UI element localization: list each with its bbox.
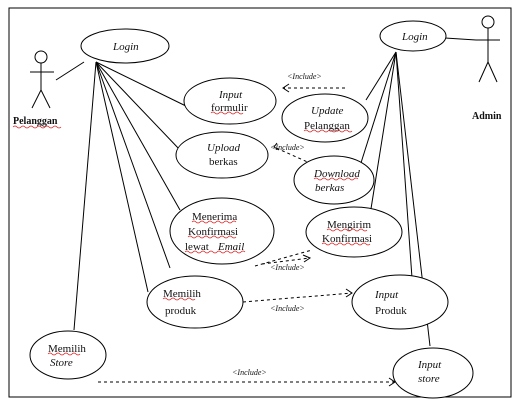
include-relations: <Include> <Include> <Include> <Include> …: [98, 72, 396, 387]
use-case-receive-label-1: Menerima: [192, 211, 237, 223]
use-case-receive-label-2: Konfirmasi: [188, 226, 238, 238]
actor-customer: Pelanggan: [12, 50, 62, 129]
use-case-login-customer-label: Login: [112, 41, 139, 53]
actor-admin-label: Admin: [472, 111, 502, 122]
use-case-login-customer: Login: [80, 28, 170, 64]
use-case-download-label-1: Download: [313, 168, 360, 180]
use-case-receive-label-3b: Email: [217, 241, 244, 253]
use-case-download-label-2: berkas: [315, 182, 344, 194]
diagram-border: [8, 7, 512, 398]
use-case-login-admin: Login: [379, 20, 447, 52]
use-case-choose-store-label-2: Store: [50, 357, 73, 369]
use-case-input-product: Input Produk: [351, 274, 449, 330]
include-label-5: <Include>: [232, 368, 267, 377]
use-case-input-form: Input formulir: [183, 77, 277, 125]
use-case-input-form-label-1: Input: [218, 89, 243, 101]
use-case-send-confirmation: Mengirim Konfirmasi: [305, 206, 403, 258]
actor-admin: Admin: [472, 15, 502, 122]
use-case-input-product-label-1: Input: [374, 289, 399, 301]
use-case-input-product-label-2: Produk: [375, 305, 407, 317]
customer-associations: [55, 61, 191, 331]
use-case-receive-label-3a: lewat: [185, 241, 209, 253]
use-case-update-customer: Update Pelanggan: [281, 93, 369, 143]
use-case-receive-confirmation: Menerima Konfirmasi lewat Email: [169, 197, 275, 265]
include-label-4: <Include>: [270, 304, 305, 313]
use-case-input-store-label-2: store: [418, 373, 440, 385]
use-case-input-store-label-1: Input: [417, 359, 442, 371]
use-case-upload: Upload berkas: [175, 131, 269, 179]
use-case-input-form-label-2: formulir: [211, 102, 248, 114]
include-label-1: <Include>: [287, 72, 322, 81]
use-case-update-label-1: Update: [311, 105, 344, 117]
use-case-login-admin-label: Login: [401, 31, 428, 43]
include-label-3: <Include>: [270, 263, 305, 272]
admin-associations: [359, 37, 477, 347]
use-case-send-label-1: Mengirim: [327, 219, 371, 231]
use-case-upload-label-1: Upload: [207, 142, 241, 154]
use-case-choose-store: Memilih Store: [29, 330, 107, 380]
use-case-upload-label-2: berkas: [209, 156, 238, 168]
use-case-update-label-2: Pelanggan: [304, 120, 350, 132]
use-case-choose-product-label-1: Memilih: [163, 288, 201, 300]
use-case-choose-store-label-1: Memilih: [48, 343, 86, 355]
use-case-send-label-2: Konfirmasi: [322, 233, 372, 245]
include-label-2: <Include>: [270, 143, 305, 152]
use-case-choose-product-label-2: produk: [165, 305, 197, 317]
use-case-download: Download berkas: [293, 155, 375, 205]
use-case-input-store: Input store: [392, 347, 474, 399]
use-case-choose-product: Memilih produk: [146, 275, 244, 329]
actor-customer-label: Pelanggan: [13, 116, 58, 127]
